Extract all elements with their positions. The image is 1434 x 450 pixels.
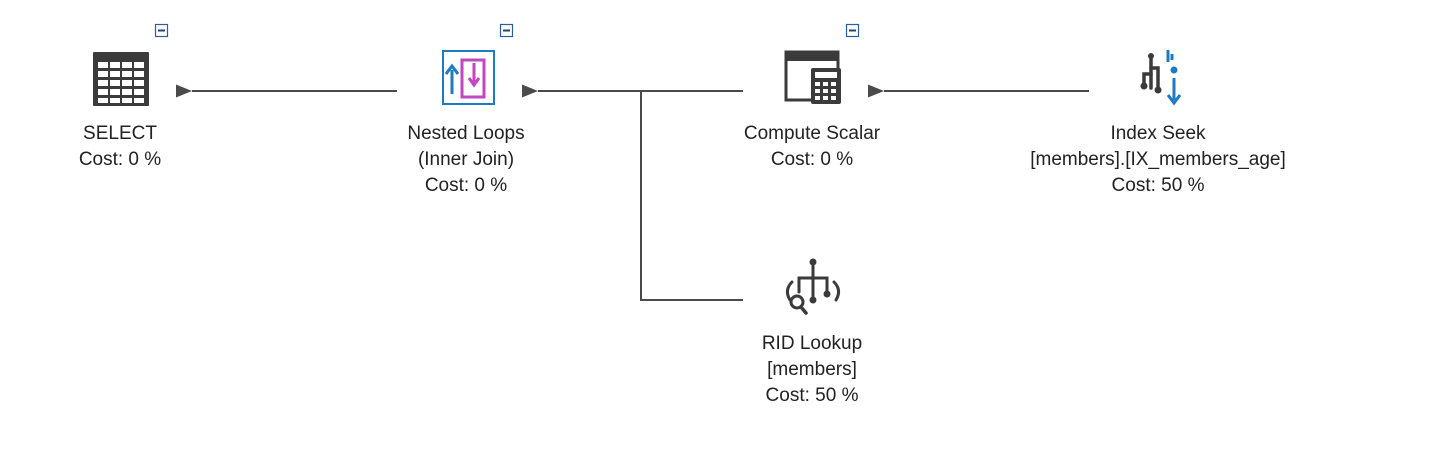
node-title: RID Lookup	[761, 333, 863, 354]
node-title: Compute Scalar	[743, 123, 881, 144]
connector-rid-to-nested	[640, 91, 743, 301]
table-grid-icon	[93, 52, 149, 106]
node-object: [members]	[767, 359, 857, 380]
node-title: Index Seek	[1110, 123, 1206, 144]
node-cost: Cost: 50 %	[765, 385, 859, 406]
node-title: Nested Loops	[407, 123, 525, 144]
index-seek-node[interactable]	[1140, 50, 1182, 106]
connectors	[176, 84, 1089, 301]
collapse-toggle-icon[interactable]	[154, 23, 169, 38]
compute-scalar-node-label: Compute Scalar Cost: 0 %	[632, 121, 992, 173]
collapse-toggle-icon[interactable]	[499, 23, 514, 38]
node-object: [members].[IX_members_age]	[1030, 149, 1286, 170]
rid-lookup-node-label: RID Lookup [members] Cost: 50 %	[632, 331, 992, 409]
index-seek-icon	[1140, 50, 1182, 106]
nested-loops-node-label: Nested Loops (Inner Join) Cost: 0 %	[286, 121, 646, 199]
node-cost: Cost: 50 %	[1111, 175, 1205, 196]
select-node[interactable]	[93, 23, 169, 107]
node-cost: Cost: 0 %	[770, 149, 854, 170]
rid-lookup-icon	[785, 258, 841, 315]
collapse-toggle-icon[interactable]	[845, 23, 860, 38]
calculator-window-icon	[784, 50, 841, 104]
index-seek-node-label: Index Seek [members].[IX_members_age] Co…	[978, 121, 1338, 199]
node-title: SELECT	[83, 123, 157, 144]
select-node-label: SELECT Cost: 0 %	[0, 121, 300, 173]
node-cost: Cost: 0 %	[78, 149, 162, 170]
node-subtitle: (Inner Join)	[417, 149, 515, 170]
node-cost: Cost: 0 %	[424, 175, 508, 196]
nested-loops-node[interactable]	[442, 23, 514, 105]
nested-loops-icon	[442, 50, 495, 105]
compute-scalar-node[interactable]	[784, 23, 860, 105]
rid-lookup-node[interactable]	[785, 258, 841, 315]
